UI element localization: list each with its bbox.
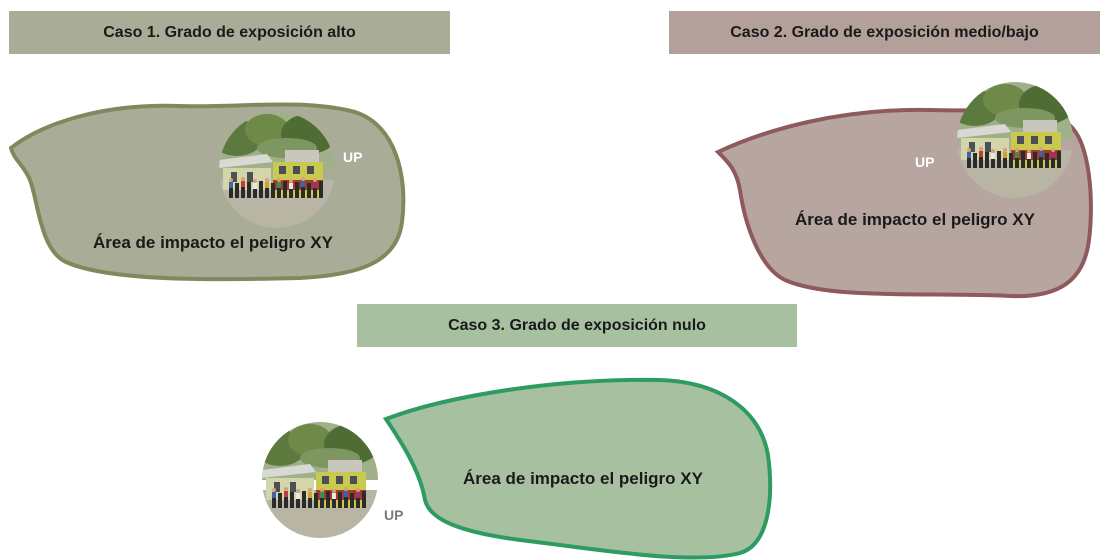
case-3-impact-zone <box>382 377 773 560</box>
case-1-title: Caso 1. Grado de exposición alto <box>9 11 450 54</box>
case-2-up-label: UP <box>915 154 935 170</box>
case-3-title: Caso 3. Grado de exposición nulo <box>357 304 797 347</box>
case-2-zone-label: Área de impacto el peligro XY <box>795 210 1035 229</box>
case-3-zone-label: Área de impacto el peligro XY <box>463 469 703 488</box>
case-3-up-photo <box>262 422 378 538</box>
case-1-up-label: UP <box>343 149 363 165</box>
case-3-up-label: UP <box>384 507 404 523</box>
case-1-zone-label: Área de impacto el peligro XY <box>93 233 333 252</box>
case-2-title: Caso 2. Grado de exposición medio/bajo <box>669 11 1100 54</box>
